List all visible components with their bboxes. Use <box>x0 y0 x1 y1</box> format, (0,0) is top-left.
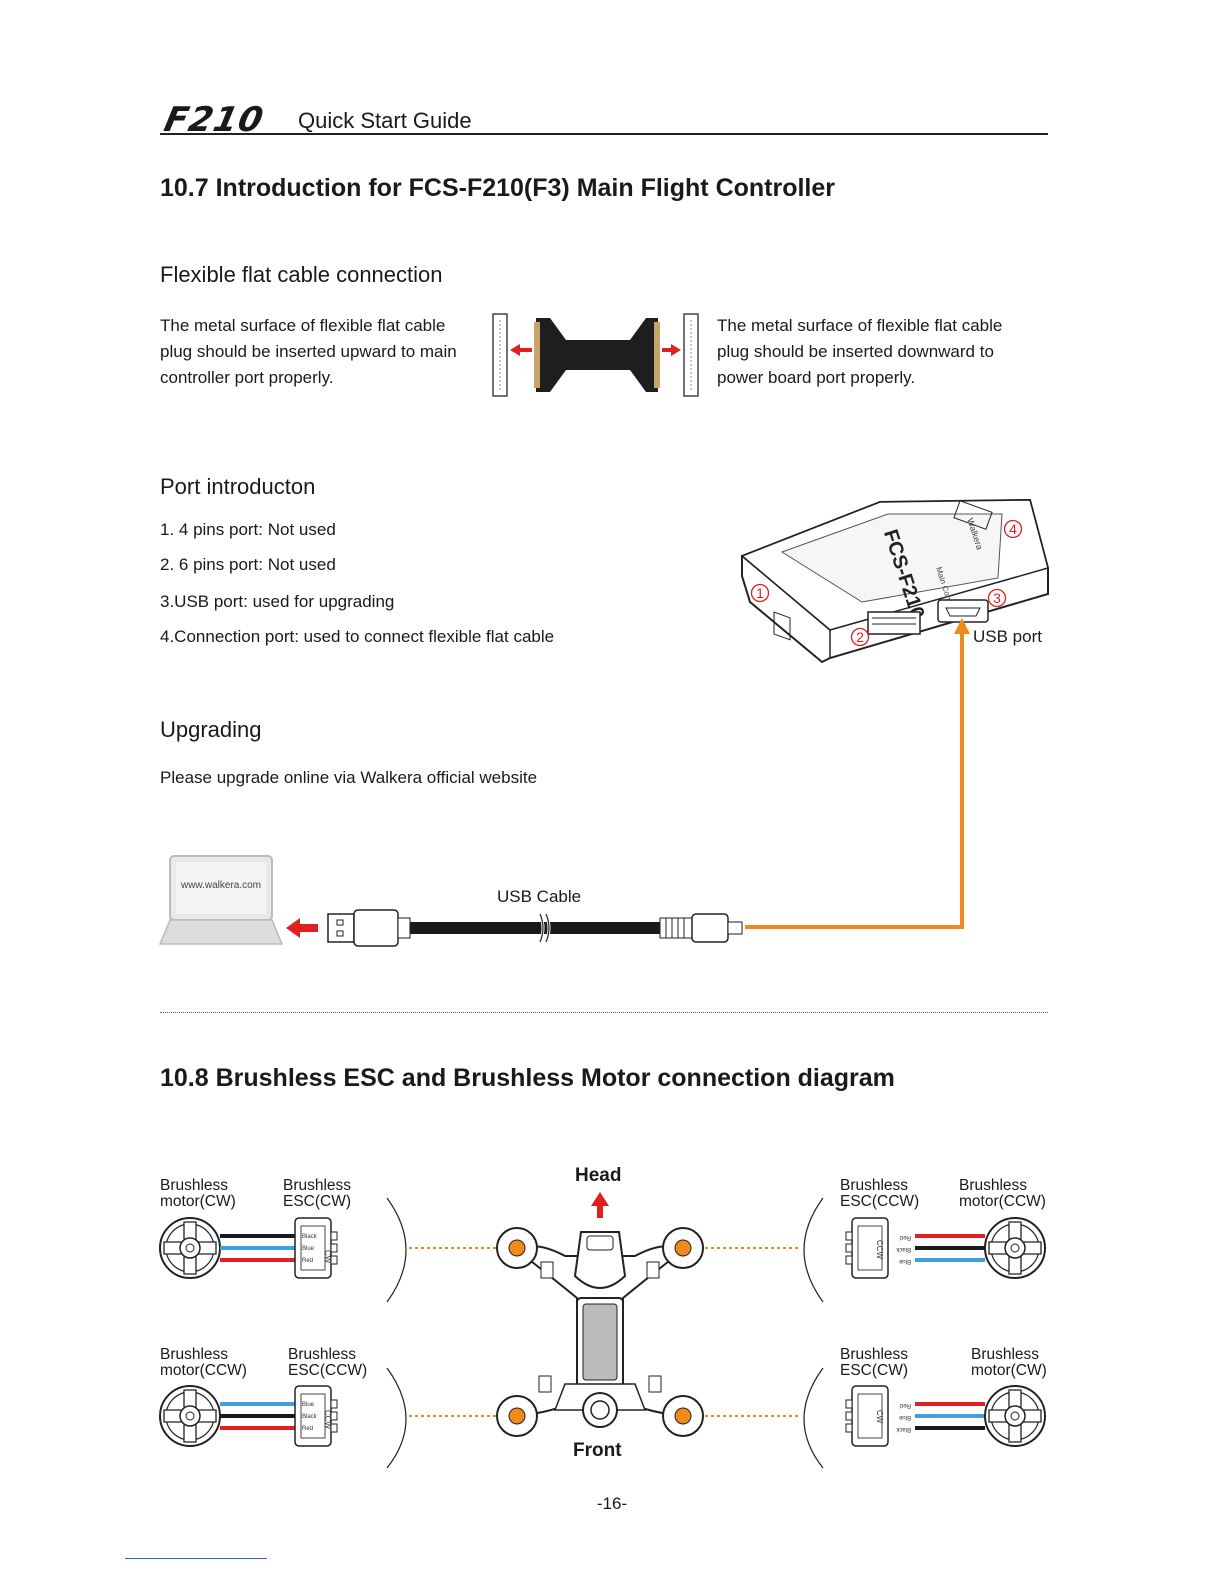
flat-cable-right-text: The metal surface of flexible flat cable… <box>717 316 1003 387</box>
bl-wire-2: Black <box>302 1414 318 1420</box>
port-marker-1: 1 <box>756 585 764 601</box>
usb-port-label: USB port <box>973 627 1042 646</box>
esc-motor-diagram: Black Blue Red CW Blue Black Red CCW Red… <box>159 1192 1046 1469</box>
section-divider <box>160 1012 1048 1013</box>
page-number: -16- <box>596 1494 628 1513</box>
port-item-2: 2. 6 pins port: Not used <box>160 555 336 574</box>
port-intro-heading: Port introducton <box>160 474 316 499</box>
port-marker-3: 3 <box>993 590 1001 606</box>
tr-code: CCW <box>875 1240 884 1260</box>
header-rule <box>160 133 1048 135</box>
flight-controller-illustration: FCS-F210 Main Controller Walkera 1 2 3 4 <box>740 498 1049 664</box>
port-item-3: 3.USB port: used for upgrading <box>160 592 395 611</box>
head-arrow-icon <box>591 1192 609 1218</box>
drone-illustration <box>496 1227 704 1437</box>
port-item-1: 1. 4 pins port: Not used <box>160 520 336 539</box>
bl-code: CCW <box>323 1410 332 1430</box>
tl-code: CW <box>323 1250 332 1264</box>
upgrading-heading: Upgrading <box>160 717 262 742</box>
tr-wire-2: Black <box>895 1246 911 1252</box>
port-item-4: 4.Connection port: used to connect flexi… <box>160 627 555 646</box>
tr-wire-3: Blue <box>898 1258 911 1264</box>
tr-wire-1: Red <box>900 1234 911 1240</box>
flat-cable-illustration <box>492 313 699 397</box>
flat-cable-heading: Flexible flat cable connection <box>160 262 443 287</box>
section-title-10-7: 10.7 Introduction for FCS-F210(F3) Main … <box>160 174 836 202</box>
front-label: Front <box>573 1440 622 1461</box>
laptop-url: www.walkera.com <box>180 880 262 891</box>
header-subtitle: Quick Start Guide <box>298 108 472 133</box>
flat-cable-left-text: The metal surface of flexible flat cable… <box>160 316 457 387</box>
section-title-10-8: 10.8 Brushless ESC and Brushless Motor c… <box>160 1064 895 1092</box>
tl-wire-2: Blue <box>302 1246 315 1252</box>
usb-cable-illustration <box>286 909 743 947</box>
br-wire-2: Blue <box>898 1414 911 1420</box>
br-code: CW <box>875 1410 884 1424</box>
arrow-to-laptop-icon <box>286 918 318 938</box>
upgrading-text: Please upgrade online via Walkera offici… <box>160 768 538 787</box>
port-marker-4: 4 <box>1009 521 1017 537</box>
tl-wire-1: Black <box>302 1234 318 1240</box>
usb-cable-label: USB Cable <box>497 887 582 906</box>
footer-link-rule <box>125 1558 267 1559</box>
br-wire-1: Red <box>900 1402 911 1408</box>
bl-wire-1: Blue <box>302 1402 315 1408</box>
laptop-illustration <box>158 855 284 945</box>
port-marker-2: 2 <box>856 629 864 645</box>
br-wire-3: Black <box>895 1426 911 1432</box>
tl-wire-3: Red <box>302 1258 313 1264</box>
head-label: Head <box>575 1165 622 1186</box>
bl-wire-3: Red <box>302 1426 313 1432</box>
